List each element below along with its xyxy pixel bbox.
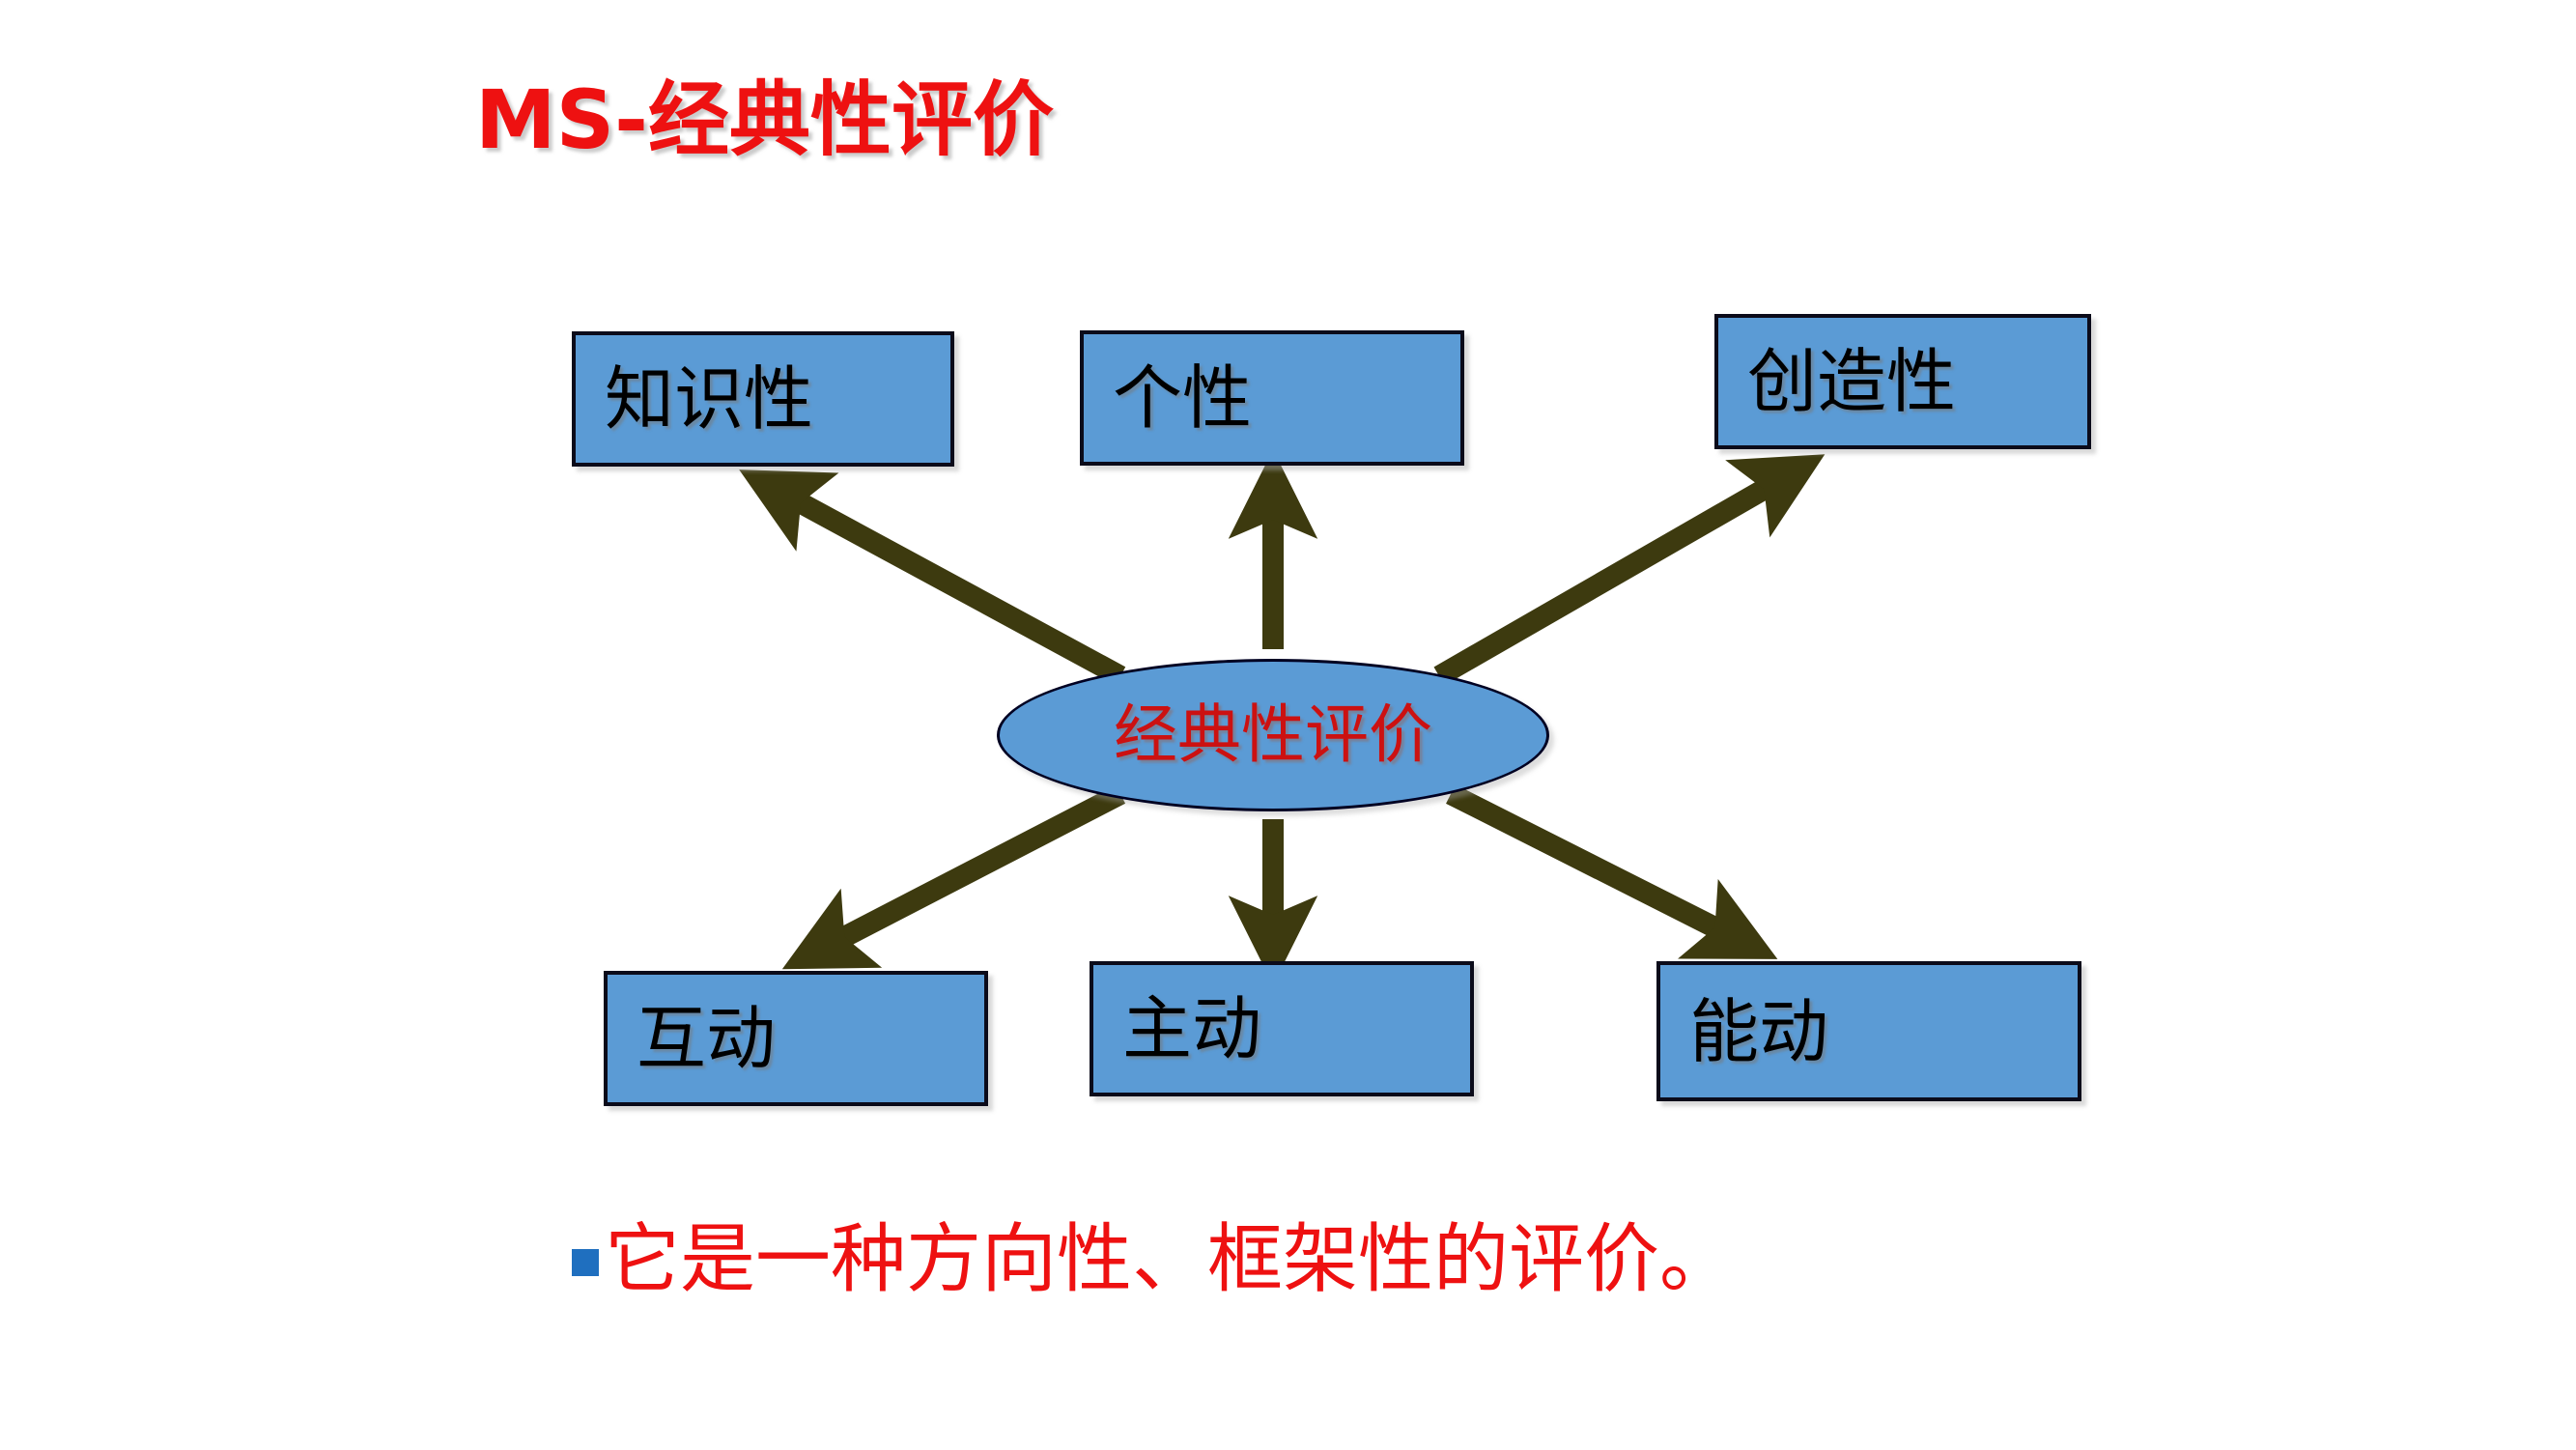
node-box-creative[interactable]: 创造性 <box>1714 314 2091 449</box>
node-box-active[interactable]: 主动 <box>1090 961 1474 1096</box>
node-label-active: 主动 <box>1122 988 1262 1069</box>
node-box-dynamic[interactable]: 能动 <box>1656 961 2081 1101</box>
bullet-square-icon <box>572 1249 599 1276</box>
arrow-to-knowledge <box>739 469 1126 686</box>
node-label-knowledge: 知识性 <box>605 358 814 440</box>
center-ellipse-label: 经典性评价 <box>1114 697 1432 772</box>
arrow-to-creative <box>1433 454 1826 686</box>
node-label-dynamic: 能动 <box>1689 990 1829 1072</box>
arrow-to-interactive <box>781 784 1126 970</box>
node-label-individual: 个性 <box>1113 357 1253 439</box>
arrow-to-dynamic <box>1446 784 1778 959</box>
page-title: MS-经典性评价 <box>475 72 1054 167</box>
bullet-text: 它是一种方向性、框架性的评价。 <box>605 1216 1736 1303</box>
bullet-list-item: 它是一种方向性、框架性的评价。 <box>572 1222 1735 1297</box>
center-ellipse-node[interactable]: 经典性评价 <box>997 659 1549 811</box>
node-label-creative: 创造性 <box>1747 341 1957 422</box>
node-box-interactive[interactable]: 互动 <box>604 971 988 1106</box>
node-box-individual[interactable]: 个性 <box>1080 330 1464 466</box>
node-box-knowledge[interactable]: 知识性 <box>572 331 954 467</box>
node-label-interactive: 互动 <box>637 998 777 1079</box>
